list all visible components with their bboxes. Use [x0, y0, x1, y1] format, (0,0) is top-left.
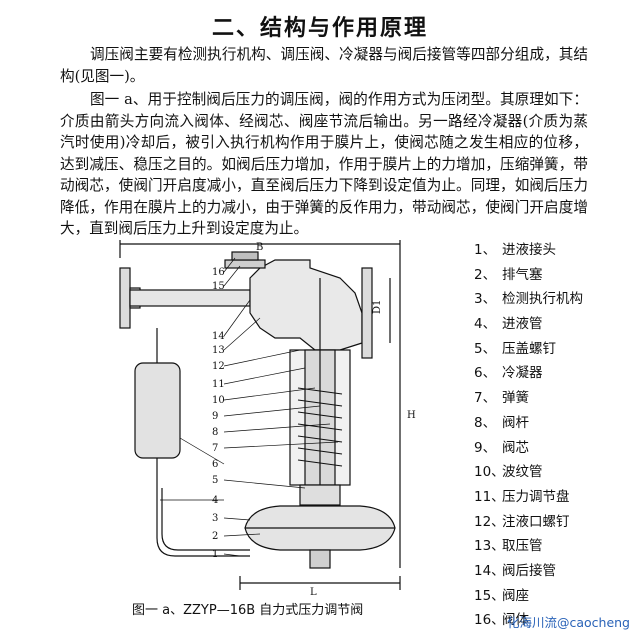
- dimension-l-label: L: [310, 587, 317, 598]
- callout-15: 15: [212, 281, 225, 292]
- parts-list-item: 9、阀芯: [474, 439, 529, 456]
- callout-5: 5: [212, 475, 218, 486]
- valve-structure-diagram: 16 15 14 13 12 11 10 9 8 7 6 5 4 3 2 1 B…: [119, 240, 416, 598]
- parts-list-item: 8、阀杆: [474, 414, 529, 431]
- callout-7: 7: [212, 443, 218, 454]
- callout-10: 10: [212, 395, 225, 406]
- callout-9: 9: [212, 411, 218, 422]
- parts-list: 1、进液接头 2、排气塞 3、检测执行机构 4、进液管 5、压盖螺钉 6、冷凝器…: [474, 238, 583, 633]
- parts-list-item: 11、压力调节盘: [474, 488, 570, 505]
- parts-list-item: 3、检测执行机构: [474, 291, 583, 308]
- parts-list-item: 7、弹簧: [474, 390, 529, 407]
- callout-6: 6: [212, 459, 218, 470]
- parts-list-item: 15、阀座: [474, 587, 529, 604]
- callout-16: 16: [212, 267, 225, 278]
- section-title: 二、结构与作用原理: [211, 16, 428, 41]
- parts-list-item: 14、阀后接管: [474, 562, 556, 579]
- parts-list-item: 13、取压管: [474, 538, 543, 555]
- intro-paragraph: 调压阀主要有检测执行机构、调压阀、冷凝器与阀后接管等四部分组成，其结构(见图一)…: [60, 46, 588, 85]
- figure-caption: 图一 a、ZZYP—16B 自力式压力调节阀: [132, 603, 364, 618]
- callout-8: 8: [212, 427, 218, 438]
- parts-list-item: 16、阀体: [474, 612, 529, 629]
- callout-13: 13: [212, 345, 225, 356]
- parts-list-item: 10、波纹管: [474, 464, 543, 481]
- callout-11: 11: [212, 379, 225, 390]
- parts-list-item: 6、冷凝器: [474, 365, 543, 382]
- dimension-d1-label: D1: [372, 300, 383, 314]
- callout-3: 3: [212, 513, 218, 524]
- callout-2: 2: [212, 531, 218, 542]
- callout-12: 12: [212, 361, 225, 372]
- callout-1: 1: [212, 549, 218, 560]
- watermark: 化海川流@caocheng: [506, 615, 630, 630]
- parts-list-item: 1、进液接头: [474, 242, 556, 258]
- principle-paragraph: 图一 a、用于控制阀后压力的调压阀，阀的作用方式为压闭型。其原理如下：介质由箭头…: [60, 91, 588, 237]
- callout-14: 14: [212, 331, 225, 342]
- parts-list-item: 5、压盖螺钉: [474, 340, 556, 357]
- callout-4: 4: [212, 495, 218, 506]
- parts-list-item: 4、进液管: [474, 316, 543, 333]
- dimension-h-label: H: [407, 410, 416, 421]
- parts-list-item: 12、注液口螺钉: [474, 513, 570, 530]
- dimension-b-label: B: [256, 242, 263, 253]
- parts-list-item: 2、排气塞: [474, 266, 543, 283]
